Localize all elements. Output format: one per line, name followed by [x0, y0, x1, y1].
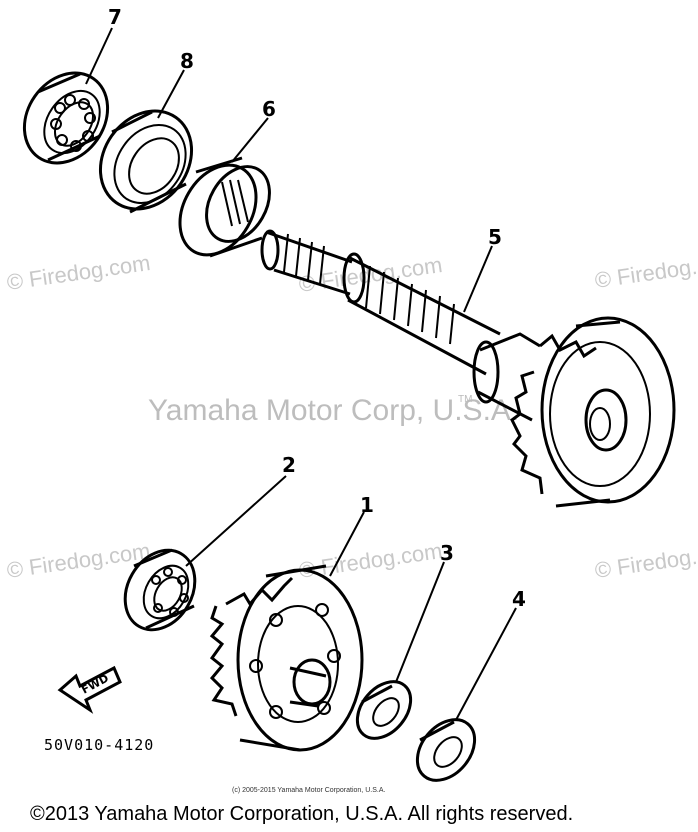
- part-5-shaft: [260, 229, 676, 508]
- leader-5: [463, 245, 493, 313]
- watermark-site-1: © Firedog.com: [5, 250, 152, 295]
- leader-2: [185, 475, 287, 567]
- part-7-bearing: [22, 71, 110, 165]
- footer-copyright: ©2013 Yamaha Motor Corporation, U.S.A. A…: [30, 803, 573, 825]
- small-copyright: (c) 2005-2015 Yamaha Motor Corporation, …: [232, 787, 385, 794]
- watermark-main: Yamaha Motor Corp, U.S.A.: [148, 394, 519, 427]
- label-part-5: 5: [488, 225, 502, 249]
- label-part-7: 7: [108, 5, 122, 29]
- label-part-1: 1: [360, 493, 374, 517]
- label-part-8: 8: [180, 49, 194, 73]
- fwd-label: FWD: [79, 672, 111, 697]
- watermark-tm: TM: [458, 394, 472, 405]
- label-part-2: 2: [282, 453, 296, 477]
- leader-8: [157, 69, 185, 119]
- leader-6: [231, 117, 269, 163]
- watermark-layer: © Firedog.com © Firedog.com © Firedog.co…: [5, 248, 698, 583]
- watermark-site-5: © Firedog.com: [297, 538, 444, 583]
- leader-4: [455, 607, 517, 721]
- part-2-bearing: [123, 548, 197, 632]
- leader-3: [395, 561, 445, 683]
- fwd-arrow-icon: FWD: [57, 665, 122, 714]
- part-8-seal: [98, 109, 194, 214]
- leader-1: [329, 511, 365, 577]
- watermark-site-2: © Firedog.com: [593, 248, 698, 293]
- leader-7: [85, 27, 113, 85]
- watermark-site-6: © Firedog.com: [593, 538, 698, 583]
- watermark-site-3: © Firedog.com: [297, 252, 444, 297]
- label-part-3: 3: [440, 541, 454, 565]
- label-part-6: 6: [262, 97, 276, 121]
- part-1-gear: [209, 564, 364, 752]
- part-4-washer: [415, 718, 477, 782]
- diagram-code: 50V010-4120: [44, 736, 154, 754]
- label-part-4: 4: [512, 587, 526, 611]
- part-3-washer: [355, 680, 413, 740]
